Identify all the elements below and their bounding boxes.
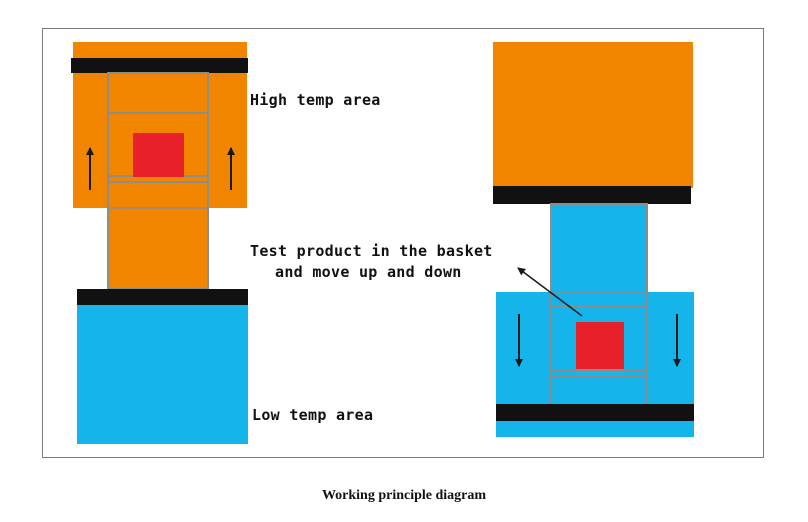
right-chamber-system — [493, 42, 694, 437]
right-test-sample — [576, 322, 624, 369]
high-temp-area-label: High temp area — [250, 91, 381, 109]
left-low-temp-chamber — [77, 305, 248, 444]
left-test-sample — [133, 133, 184, 177]
left-top-plate — [71, 58, 248, 73]
right-upper-plate — [493, 186, 691, 204]
left-chamber-system — [71, 42, 248, 444]
callout-arrow — [517, 267, 583, 317]
test-product-label-line1: Test product in the basket — [250, 242, 493, 260]
diagram-caption: Working principle diagram — [321, 488, 487, 503]
right-high-temp-chamber — [493, 42, 693, 188]
left-middle-plate — [77, 289, 248, 305]
test-product-label-line2: and move up and down — [275, 263, 462, 281]
low-temp-area-label: Low temp area — [252, 406, 374, 424]
right-bottom-plate — [496, 404, 694, 421]
